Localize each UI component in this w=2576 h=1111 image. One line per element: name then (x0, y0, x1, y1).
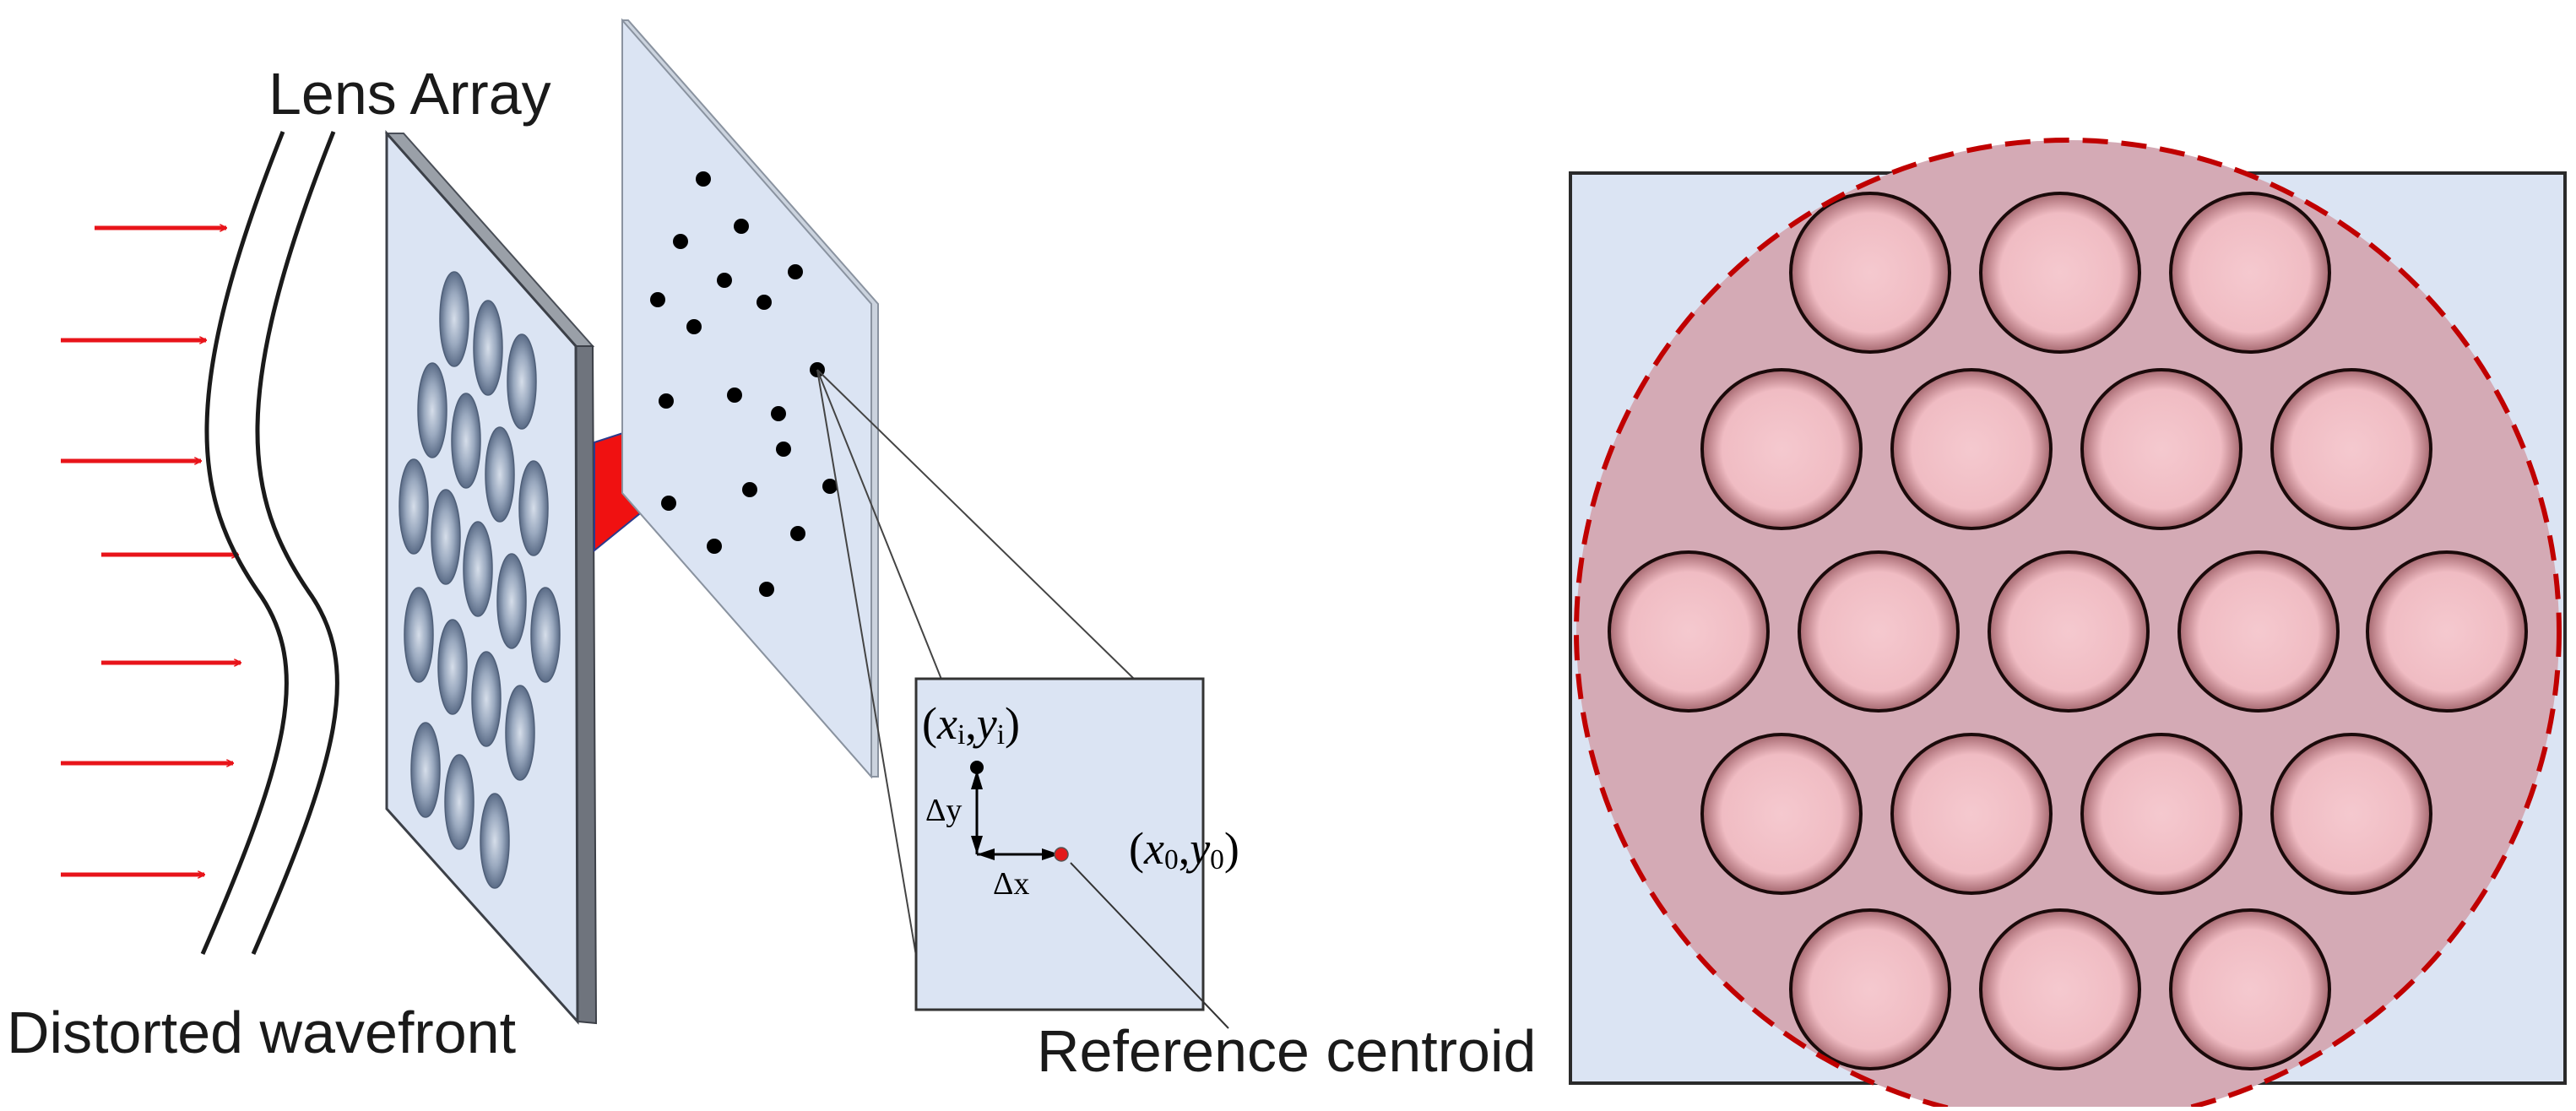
focal-spot (790, 526, 805, 541)
lens-ellipse (410, 722, 441, 818)
detector-plane (621, 18, 879, 779)
focal-spot (742, 482, 757, 497)
lenslet (2270, 733, 2432, 895)
focal-spot (696, 171, 711, 187)
focal-spot (650, 292, 665, 307)
lens-ellipse (473, 300, 503, 396)
distorted-wavefront-label: Distorted wavefront (7, 1000, 517, 1065)
focal-spot (822, 479, 838, 494)
zoom-lines (816, 369, 1135, 957)
lens-ellipse (417, 362, 447, 458)
incoming-light-arrows (61, 228, 241, 875)
lenslet (1700, 368, 1863, 530)
focal-spot (757, 295, 772, 310)
lenslet-group (399, 271, 561, 889)
zoom-inset (914, 677, 1229, 1029)
lens-ellipse (444, 754, 475, 850)
delta-y-label: Δy (925, 793, 963, 828)
focal-spot (707, 539, 722, 554)
lenslet (1979, 192, 2141, 354)
lenslet-grid (1608, 192, 2528, 1070)
lenslet (1890, 733, 2053, 895)
lenslet (1890, 368, 2053, 530)
lens-ellipse (437, 619, 468, 715)
lenslet (2080, 368, 2242, 530)
aperture-panel (1569, 138, 2567, 1111)
lenslet (2080, 733, 2242, 895)
delta-x-label: Δx (993, 866, 1030, 902)
lenslet (2169, 192, 2331, 354)
lens-ellipse (439, 271, 469, 367)
lens-ellipse (463, 521, 493, 617)
reference-leader-line (1070, 862, 1229, 1029)
lenslet (1608, 550, 1770, 713)
lens-ellipse (518, 460, 549, 556)
lenslet (1789, 908, 1951, 1070)
focal-spot (727, 387, 742, 403)
wavefront-curve-right (251, 131, 339, 955)
focal-spot (661, 496, 676, 511)
lenslet (2177, 550, 2340, 713)
lens-ellipse (496, 553, 527, 649)
focal-spot (759, 582, 774, 597)
lenslet (1979, 908, 2141, 1070)
reference-centroid-label: Reference centroid (1037, 1018, 1537, 1084)
lens-array-label: Lens Array (268, 61, 551, 127)
spot-coordinate-label: (xi,yi) (922, 698, 1021, 751)
focal-spot (788, 264, 803, 279)
lens-ellipse (505, 685, 535, 781)
focal-spot (776, 442, 791, 457)
reference-spot (1054, 847, 1069, 862)
reference-coordinate-label: (x0,y0) (1129, 823, 1239, 876)
focal-spot (771, 406, 786, 421)
lens-ellipse (404, 587, 434, 683)
lens-ellipse (530, 587, 561, 683)
focal-spot (659, 393, 674, 409)
lens-ellipse (485, 426, 515, 523)
focal-spot (717, 273, 732, 288)
lenslet (2366, 550, 2528, 713)
displaced-spot (970, 761, 984, 774)
aperture-outline-dashed (1574, 138, 2562, 1111)
lenslet (2169, 908, 2331, 1070)
lenslet (1700, 733, 1863, 895)
lens-ellipse (480, 793, 510, 889)
wavefront-curve-left (200, 131, 289, 955)
lenslet (1988, 550, 2150, 713)
lens-ellipse (471, 651, 502, 747)
focal-spot (734, 219, 749, 234)
lens-ellipse (431, 489, 461, 585)
lenslet (1789, 192, 1951, 354)
lenslet (1798, 550, 1960, 713)
lens-ellipse (507, 333, 537, 430)
lens-ellipse (451, 393, 481, 489)
lenslet (2270, 368, 2432, 530)
focal-spot (673, 234, 688, 249)
lens-ellipse (399, 458, 429, 555)
focal-spots (650, 171, 838, 597)
focal-spot (686, 319, 702, 334)
